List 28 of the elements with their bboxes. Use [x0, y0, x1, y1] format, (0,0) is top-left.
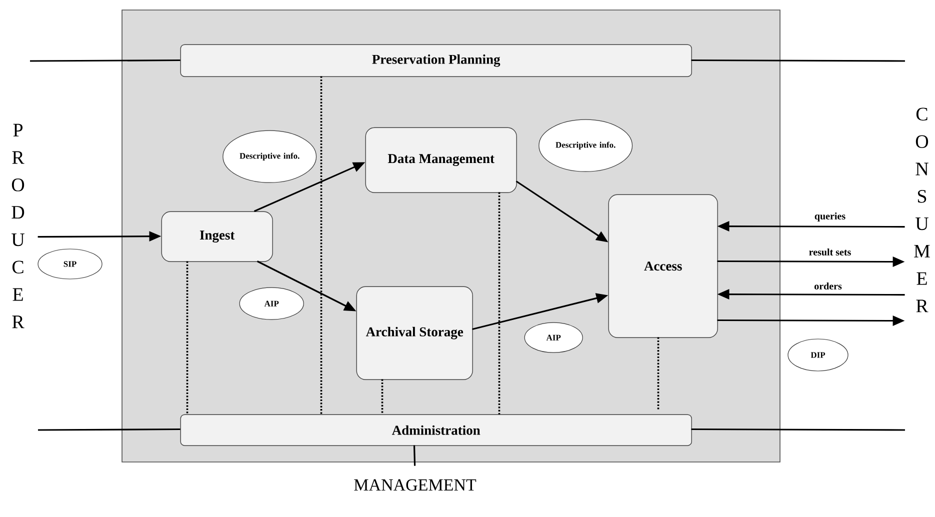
- connector-line: [691, 59, 905, 62]
- edge-label: result sets: [809, 248, 851, 256]
- function-band: Preservation Planning: [180, 44, 692, 77]
- entity-label: MANAGEMENT: [354, 479, 476, 491]
- package-oval: DIP: [788, 338, 848, 372]
- entity-label: PRODUCER: [12, 124, 24, 328]
- edge-label: orders: [814, 282, 842, 290]
- package-oval: Descriptive info.: [222, 130, 317, 183]
- dotted-line: [320, 76, 322, 414]
- function-box: Ingest: [161, 211, 273, 262]
- package-oval: AIP: [524, 322, 583, 353]
- entity-label: CONSUMER: [914, 108, 930, 312]
- package-oval: AIP: [239, 287, 304, 320]
- connector-line: [691, 428, 905, 431]
- edge-label: queries: [814, 212, 846, 222]
- function-box: Data Management: [365, 127, 517, 193]
- dotted-line: [381, 379, 384, 414]
- dotted-line: [657, 337, 660, 410]
- dotted-line: [498, 192, 500, 414]
- connector-line: [413, 445, 416, 466]
- function-band: Administration: [180, 414, 692, 446]
- connector-line: [30, 59, 180, 62]
- package-oval: SIP: [38, 248, 102, 280]
- dotted-line: [186, 261, 188, 414]
- package-oval: Descriptive info.: [538, 119, 633, 172]
- function-box: Archival Storage: [356, 286, 473, 380]
- connector-line: [38, 428, 180, 431]
- function-box: Access: [608, 194, 718, 338]
